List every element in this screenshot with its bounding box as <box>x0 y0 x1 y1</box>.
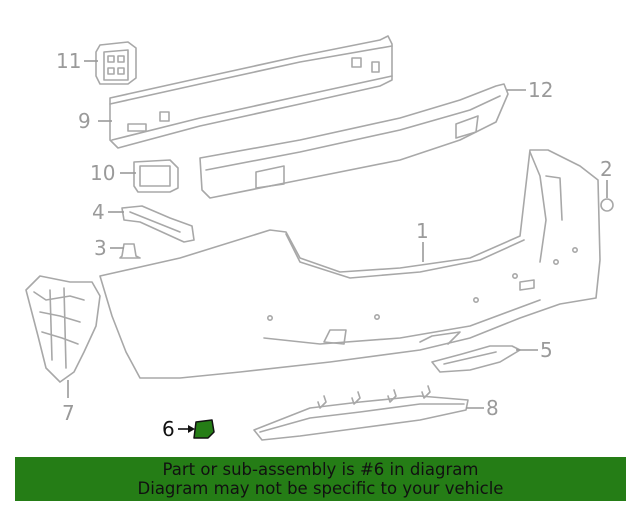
part-7-mudguard[interactable] <box>25 275 101 383</box>
callout-12: 12 <box>528 78 553 102</box>
part-2-grommet[interactable] <box>600 198 614 212</box>
banner-line-2: Diagram may not be specific to your vehi… <box>137 479 504 498</box>
callout-1: 1 <box>416 219 429 243</box>
callout-6: 6 <box>162 417 175 441</box>
part-4-retainer[interactable] <box>121 205 195 243</box>
part-12-absorber[interactable] <box>199 83 509 199</box>
part-3-clip[interactable] <box>119 243 141 259</box>
part-8-lower-garnish[interactable] <box>253 385 469 441</box>
part-1-bumper-cover[interactable] <box>99 149 601 379</box>
part-11-bracket[interactable] <box>95 41 137 85</box>
callout-9: 9 <box>78 109 91 133</box>
banner-line-1: Part or sub-assembly is #6 in diagram <box>162 460 479 479</box>
callout-7: 7 <box>62 401 75 425</box>
callout-4: 4 <box>92 200 105 224</box>
callout-5: 5 <box>540 338 553 362</box>
callout-2: 2 <box>600 157 613 181</box>
callout-11: 11 <box>56 49 81 73</box>
part-9-reinforcement[interactable] <box>109 35 393 149</box>
callout-10: 10 <box>90 161 115 185</box>
parts-diagram: 11 9 12 10 4 3 2 <box>25 35 614 441</box>
part-5-bracket[interactable] <box>431 345 521 373</box>
part-6-cap-highlighted[interactable] <box>193 419 215 439</box>
callout-3: 3 <box>94 236 107 260</box>
leader-6-arrowhead <box>188 425 195 433</box>
part-10-support[interactable] <box>133 159 179 193</box>
callout-8: 8 <box>486 396 499 420</box>
part-info-banner: Part or sub-assembly is #6 in diagram Di… <box>15 457 626 501</box>
